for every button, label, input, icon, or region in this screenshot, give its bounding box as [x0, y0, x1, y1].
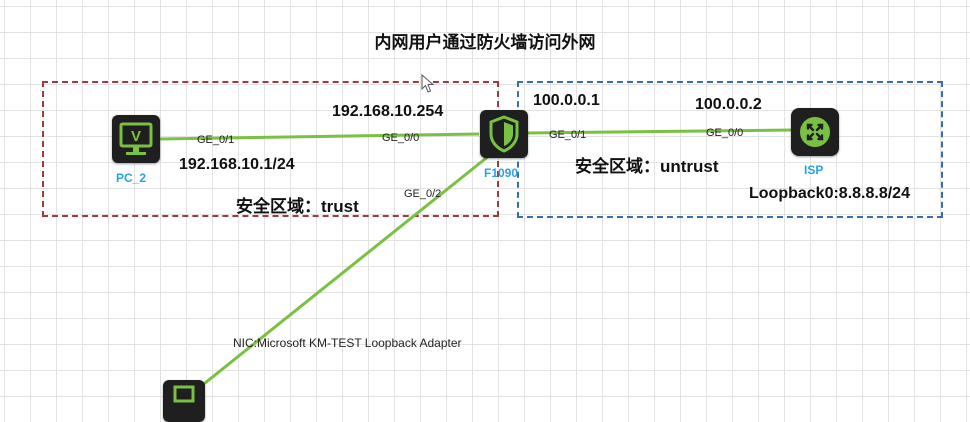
firewall-device[interactable]: [480, 110, 528, 158]
isp-ip-label: 100.0.0.2: [695, 96, 762, 113]
link-firewall-isp: [527, 128, 793, 135]
link-pc-firewall: [159, 132, 480, 141]
firewall-name: F1090: [484, 166, 519, 180]
pc-device[interactable]: V: [112, 115, 160, 163]
firewall-outside-ip-label: 100.0.0.1: [533, 92, 600, 109]
firewall-outside-port-label: GE_0/1: [549, 129, 587, 141]
trust-zone-label: 安全区域：trust: [236, 197, 359, 216]
isp-device[interactable]: [791, 108, 839, 156]
host-nic-label: NIC:Microsoft KM-TEST Loopback Adapter: [233, 336, 462, 350]
pc-name: PC_2: [116, 171, 147, 185]
firewall-nic-port-label: GE_0/2: [404, 188, 442, 200]
host-icon: [173, 385, 195, 403]
isp-loopback-label: Loopback0:8.8.8.8/24: [749, 185, 910, 202]
firewall-inside-port-label: GE_0/0: [382, 132, 420, 144]
firewall-inside-ip-label: 192.168.10.254: [332, 103, 444, 120]
isp-name: ISP: [804, 163, 824, 177]
pc-ip-label: 192.168.10.1/24: [179, 156, 295, 173]
monitor-icon: V: [119, 122, 153, 155]
link-firewall-host: [189, 153, 491, 397]
host-device[interactable]: [163, 380, 205, 422]
diagram-title: 内网用户通过防火墙访问外网: [374, 33, 596, 53]
mouse-cursor-icon: [421, 74, 435, 93]
router-icon: [800, 117, 830, 147]
isp-port-label: GE_0/0: [706, 127, 744, 139]
shield-icon: [489, 115, 519, 153]
links-layer: [159, 128, 793, 397]
untrust-zone-label: 安全区域：untrust: [575, 157, 719, 176]
svg-text:V: V: [131, 128, 141, 145]
pc-port-label: GE_0/1: [197, 134, 235, 146]
